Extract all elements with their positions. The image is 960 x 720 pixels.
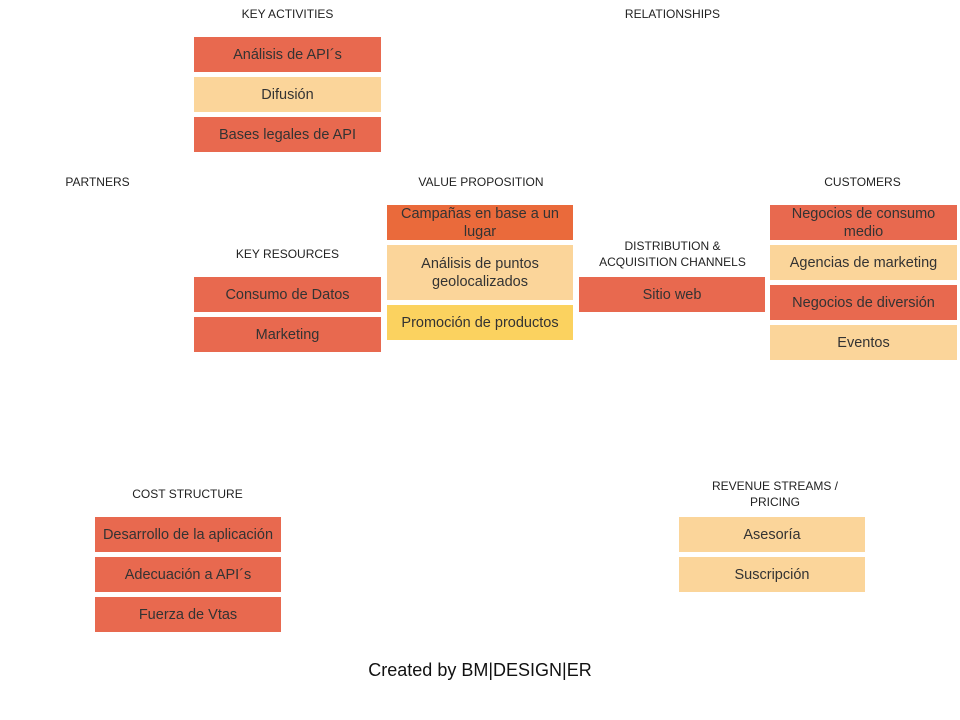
revenue-card: Asesoría — [679, 517, 865, 552]
partners-header: PARTNERS — [65, 175, 130, 189]
revenue-card: Suscripción — [679, 557, 865, 592]
customers-header: CUSTOMERS — [824, 175, 901, 189]
value-proposition-header: VALUE PROPOSITION — [418, 175, 544, 189]
value-proposition-card: Campañas en base a un lugar — [387, 205, 573, 240]
cost-structure-header: COST STRUCTURE — [132, 487, 243, 501]
customer-card: Negocios de consumo medio — [770, 205, 957, 240]
customer-card: Agencias de marketing — [770, 245, 957, 280]
distribution-channels-header: DISTRIBUTION & ACQUISITION CHANNELS — [599, 239, 746, 269]
key-activities-header: KEY ACTIVITIES — [241, 7, 334, 21]
cost-card: Fuerza de Vtas — [95, 597, 281, 632]
key-resource-card: Marketing — [194, 317, 381, 352]
cost-card: Adecuación a API´s — [95, 557, 281, 592]
cost-card: Desarrollo de la aplicación — [95, 517, 281, 552]
channel-card: Sitio web — [579, 277, 765, 312]
key-resource-card: Consumo de Datos — [194, 277, 381, 312]
relationships-header: RELATIONSHIPS — [624, 7, 721, 21]
customer-card: Negocios de diversión — [770, 285, 957, 320]
footer-credit: Created by BM|DESIGN|ER — [368, 660, 592, 680]
key-activity-card: Difusión — [194, 77, 381, 112]
key-activity-card: Análisis de API´s — [194, 37, 381, 72]
revenue-streams-header: REVENUE STREAMS / PRICING — [711, 479, 839, 509]
key-resources-header: KEY RESOURCES — [235, 247, 340, 261]
customer-card: Eventos — [770, 325, 957, 360]
value-proposition-card: Análisis de puntos geolocalizados — [387, 245, 573, 300]
key-activity-card: Bases legales de API — [194, 117, 381, 152]
value-proposition-card: Promoción de productos — [387, 305, 573, 340]
